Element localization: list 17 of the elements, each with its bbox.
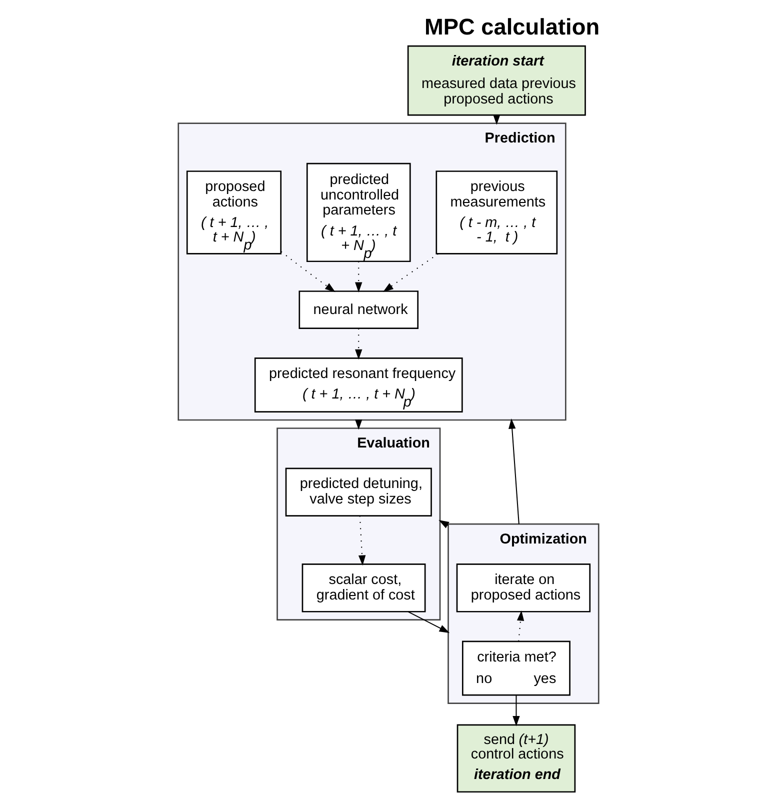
arrow [358, 515, 366, 566]
node-box: neural network [298, 290, 418, 328]
node-box: scalar cost, gradient of cost [301, 563, 426, 612]
node-box: previous measurements ( t - m, … , t - 1, t ) [435, 170, 558, 254]
arrow [516, 610, 524, 641]
arrow [508, 418, 519, 524]
diagram-title: MPC calculation [424, 12, 600, 39]
arrow [382, 252, 438, 292]
arrow [280, 250, 335, 292]
arrow [354, 260, 362, 292]
node-box: predicted detuning, valve step sizes [284, 467, 432, 516]
node-box: iterate on proposed actions [456, 563, 590, 612]
node-box: criteria met? no yes [462, 640, 570, 696]
node-box: send (t+1) control actions iteration end [456, 724, 576, 792]
arrow [512, 694, 520, 726]
arrow [408, 610, 450, 633]
arrow [354, 328, 362, 360]
